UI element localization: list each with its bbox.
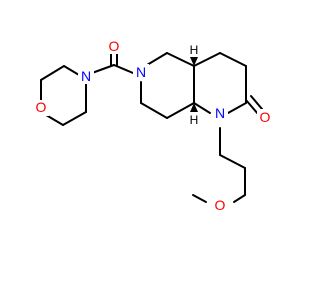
bond-morph-C1-C2 [40, 65, 65, 81]
bond-C2-O-double-a [245, 99, 259, 115]
bond-N6-C5 [146, 52, 168, 66]
bond-chain-C3-O [233, 194, 246, 203]
bond-C2-O-double-b [250, 95, 263, 110]
bond-C8-C7 [140, 102, 168, 119]
atom-H-8a: H [190, 113, 199, 127]
bond-C4a-C4 [193, 52, 221, 67]
wedge-bond-4a-H [190, 57, 198, 66]
bond-chain-C1-C2 [219, 154, 246, 169]
atom-O-carbonyl: O [109, 38, 120, 54]
atom-N6-ring: N [136, 64, 146, 80]
atom-N1-ring: N [215, 105, 225, 121]
atom-O-lactam: O [260, 109, 271, 125]
atom-O-ether: O [215, 197, 226, 213]
bond-C5-C4a [166, 52, 195, 67]
atom-O-morpholine: O [36, 99, 47, 115]
bond-O-methyl [192, 194, 207, 203]
molecule-structure-diagram: O N O N N O O H H [35, 38, 271, 213]
wedge-bond-8a-H [190, 103, 198, 112]
bond-carbonyl-to-morpholine-N [91, 64, 115, 74]
bond-C4-C3 [219, 52, 247, 67]
bond-C2-N1 [227, 102, 247, 114]
bond-C8a-C8 [166, 102, 195, 119]
bond-morph-C3-C4 [62, 111, 87, 126]
atom-N-morpholine: N [81, 68, 91, 84]
atom-H-4a: H [190, 43, 199, 57]
bond-carbonyl-to-ring-N6 [113, 64, 134, 74]
bond-N1-C8a [193, 102, 211, 114]
